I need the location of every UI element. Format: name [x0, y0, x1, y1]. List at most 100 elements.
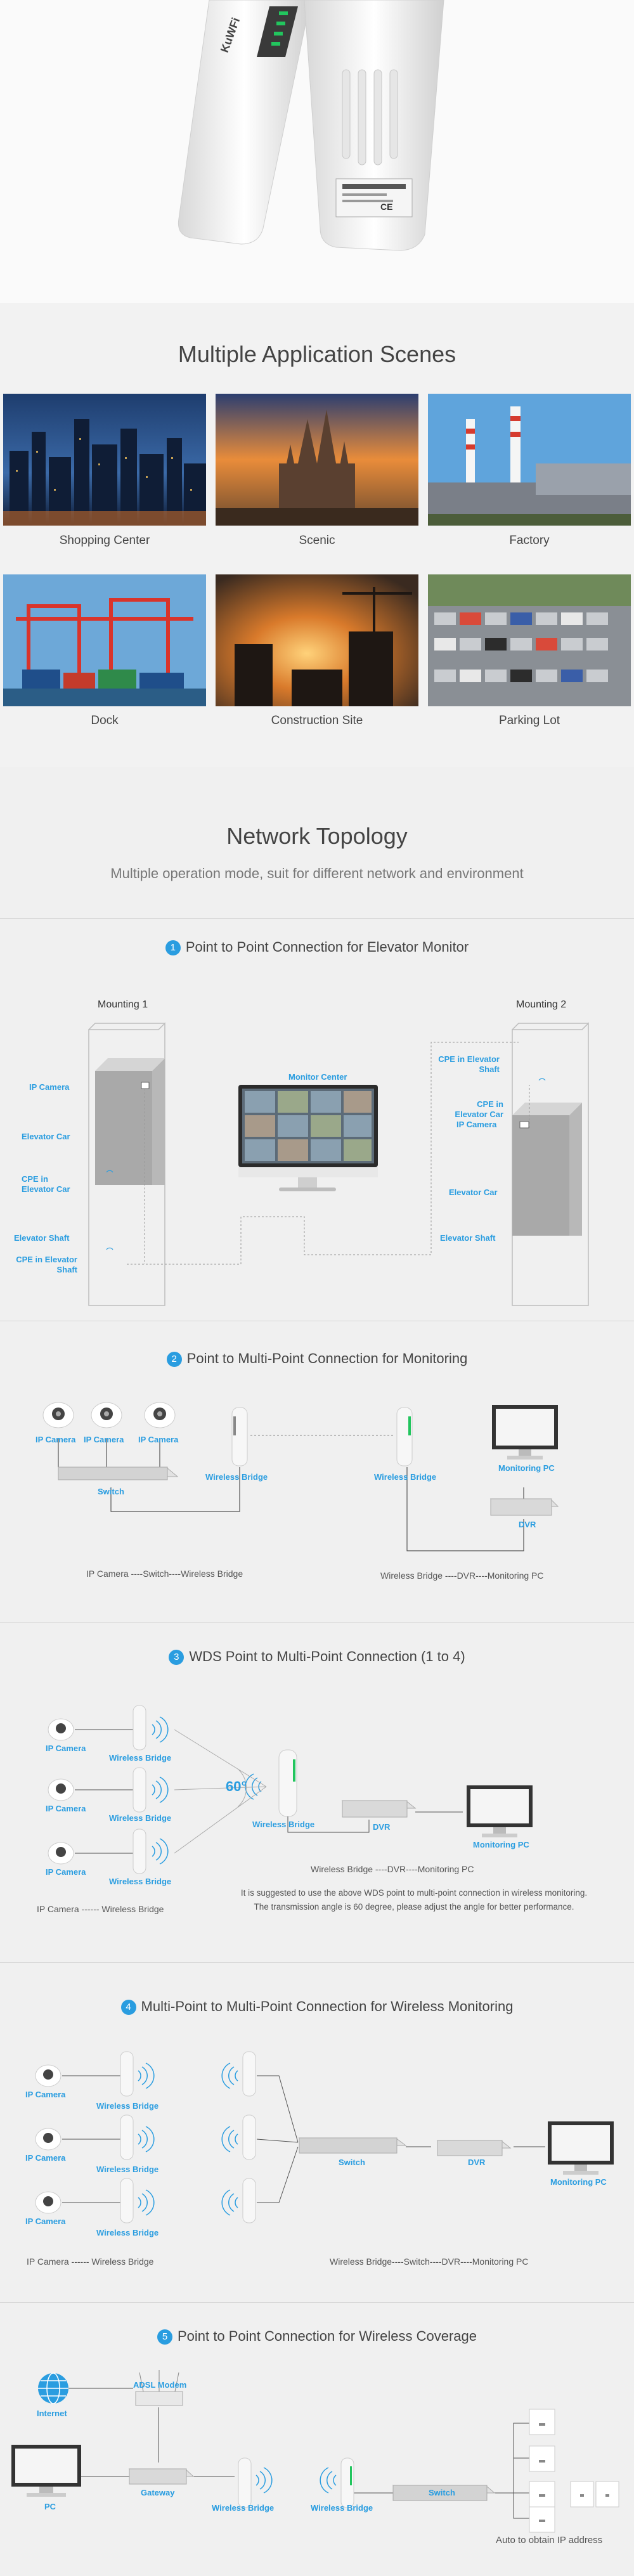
- right-elevator-car-label: Elevator Car: [449, 1188, 498, 1197]
- left-elevator-car-label: Elevator Car: [22, 1132, 70, 1141]
- section-5-title-text: Point to Point Connection for Wireless C…: [177, 2328, 477, 2344]
- application-scenes: Multiple Application Scenes Shopping Cen…: [0, 303, 634, 767]
- wds-note-line-1: It is suggested to use the above WDS poi…: [240, 1888, 588, 1898]
- caption-right: Wireless Bridge ----DVR----Monitoring PC: [380, 1570, 544, 1581]
- topology-title: Network Topology: [226, 823, 408, 849]
- wireless-bridge-3-label: Wireless Bridge: [96, 2228, 159, 2237]
- ip-camera-3-label: IP Camera: [46, 1867, 86, 1877]
- wireless-bridge-2-label: Wireless Bridge: [311, 2503, 373, 2513]
- scene-image-scenic: [216, 394, 418, 526]
- scene-image-parking-lot: [428, 574, 631, 706]
- network-topology-header: Network Topology Multiple operation mode…: [0, 767, 634, 919]
- monitoring-pc-label: Monitoring PC: [498, 1463, 555, 1473]
- left-ip-camera-label: IP Camera: [29, 1082, 70, 1092]
- ip-camera-1-label: IP Camera: [36, 1435, 76, 1444]
- caption-left: IP Camera ------ Wireless Bridge: [27, 2256, 154, 2267]
- caption-left: IP Camera ------ Wireless Bridge: [37, 1904, 164, 1914]
- wireless-bridge-1-label: Wireless Bridge: [109, 1753, 172, 1763]
- center-wireless-bridge-label: Wireless Bridge: [252, 1820, 315, 1829]
- scene-image-dock: [3, 574, 206, 706]
- monitoring-pc-label: Monitoring PC: [550, 2177, 607, 2187]
- switch-label: Switch: [339, 2158, 365, 2167]
- caption-right: Wireless Bridge----Switch----DVR----Moni…: [330, 2256, 529, 2267]
- scene-label-factory: Factory: [509, 534, 550, 547]
- switch-label: Switch: [429, 2488, 455, 2497]
- wireless-bridge-1-label: Wireless Bridge: [96, 2101, 159, 2111]
- transmission-angle-label: 60°: [226, 1778, 247, 1794]
- step-number-badge: 5: [157, 2329, 172, 2345]
- coverage-diagram: [11, 2370, 619, 2533]
- wds-note-line-2: The transmission angle is 60 degree, ple…: [254, 1902, 574, 1912]
- wireless-bridge-2-label: Wireless Bridge: [96, 2165, 159, 2174]
- section-2-title: 2 Point to Multi-Point Connection for Mon…: [0, 1350, 634, 1367]
- scene-image-construction-site: [216, 574, 418, 706]
- monitoring-pc-label: Monitoring PC: [473, 1840, 529, 1849]
- section-wds: 3 WDS Point to Multi-Point Connection (1 …: [0, 1623, 634, 1962]
- dvr-label: DVR: [519, 1520, 536, 1529]
- right-wireless-bridge-label: Wireless Bridge: [374, 1472, 437, 1482]
- section-4-title: 4 Multi-Point to Multi-Point Connection f…: [0, 1998, 634, 2015]
- pc-label: PC: [44, 2502, 56, 2511]
- step-number-badge: 1: [165, 940, 181, 955]
- right-elevator-shaft-label: Elevator Shaft: [440, 1233, 496, 1243]
- p2mp-diagram: [42, 1402, 559, 1551]
- scene-image-shopping-center: [3, 394, 206, 526]
- mounting-2-label: Mounting 2: [516, 999, 567, 1010]
- auto-ip-caption: Auto to obtain IP address: [496, 2535, 603, 2546]
- left-cpe-shaft-label: CPE in Elevator Shaft: [16, 1255, 77, 1274]
- mounting-1-label: Mounting 1: [98, 999, 148, 1010]
- section-wireless-coverage: 5 Point to Point Connection for Wireless …: [0, 2303, 634, 2576]
- scene-label-parking-lot: Parking Lot: [498, 714, 560, 727]
- dvr-label: DVR: [468, 2158, 486, 2167]
- section-divider: [0, 1622, 634, 1623]
- section-divider: [0, 2302, 634, 2303]
- section-point-to-multipoint: 2 Point to Multi-Point Connection for Mon…: [0, 1321, 634, 1623]
- section-divider: [0, 1962, 634, 1963]
- section-divider: [0, 918, 634, 919]
- dvr-label: DVR: [373, 1822, 391, 1832]
- left-cpe-car-label: CPE in Elevator Car: [22, 1174, 70, 1194]
- product-hero: KuWFi CE: [0, 0, 634, 303]
- step-number-badge: 4: [120, 2000, 136, 2015]
- left-elevator-shaft-label: Elevator Shaft: [14, 1233, 70, 1243]
- scene-label-construction-site: Construction Site: [271, 714, 363, 727]
- monitor-center-label: Monitor Center: [288, 1072, 347, 1082]
- section-5-title: 5 Point to Point Connection for Wireless …: [0, 2328, 634, 2345]
- internet-label: Internet: [37, 2409, 67, 2418]
- adsl-modem-label: ADSL Modem: [133, 2380, 187, 2390]
- section-3-title: 3 WDS Point to Multi-Point Connection (1 …: [0, 1648, 634, 1665]
- scene-label-dock: Dock: [91, 714, 119, 727]
- scene-image-factory: [428, 394, 631, 526]
- left-wireless-bridge-label: Wireless Bridge: [205, 1472, 268, 1482]
- section-multipoint-to-multipoint: 4 Multi-Point to Multi-Point Connection f…: [0, 1963, 634, 2302]
- scene-label-scenic: Scenic: [299, 534, 335, 547]
- topology-subtitle: Multiple operation mode, suit for differ…: [110, 865, 524, 881]
- caption-left: IP Camera ----Switch----Wireless Bridge: [86, 1569, 243, 1579]
- step-number-badge: 3: [169, 1650, 184, 1665]
- step-number-badge: 2: [166, 1352, 182, 1367]
- section-3-title-text: WDS Point to Multi-Point Connection (1 t…: [189, 1648, 465, 1664]
- right-cpe-shaft-label: CPE in Elevator Shaft: [438, 1054, 500, 1074]
- product-illustration: [178, 0, 444, 251]
- ip-camera-2-label: IP Camera: [46, 1804, 86, 1813]
- ip-camera-2-label: IP Camera: [84, 1435, 124, 1444]
- right-cpe-car-label: CPE in Elevator Car: [455, 1099, 503, 1119]
- ip-camera-1-label: IP Camera: [25, 2090, 66, 2099]
- globe-icon: [38, 2372, 68, 2404]
- section-2-title-text: Point to Multi-Point Connection for Moni…: [186, 1350, 468, 1366]
- switch-label: Switch: [98, 1487, 124, 1496]
- elevator-diagram: [88, 1022, 589, 1306]
- caption-right: Wireless Bridge ----DVR----Monitoring PC: [311, 1864, 474, 1874]
- scene-label-shopping-center: Shopping Center: [59, 534, 150, 547]
- wds-diagram: [48, 1705, 533, 1874]
- wireless-bridge-1-label: Wireless Bridge: [212, 2503, 275, 2513]
- section-4-title-text: Multi-Point to Multi-Point Connection fo…: [141, 1998, 514, 2014]
- ip-camera-3-label: IP Camera: [25, 2217, 66, 2226]
- ce-mark: CE: [380, 202, 393, 212]
- scenes-title: Multiple Application Scenes: [178, 341, 456, 367]
- wireless-bridge-2-label: Wireless Bridge: [109, 1813, 172, 1823]
- m2m-diagram: [35, 2051, 614, 2223]
- wireless-bridge-3-label: Wireless Bridge: [109, 1877, 172, 1886]
